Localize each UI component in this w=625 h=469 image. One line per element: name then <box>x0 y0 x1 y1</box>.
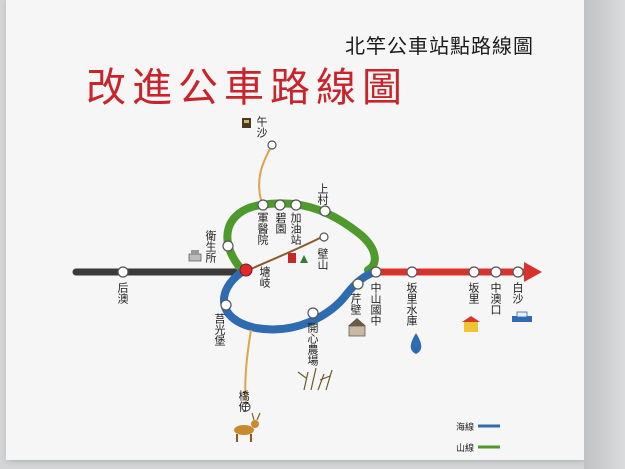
stop-tangqi-hub <box>239 263 253 277</box>
label-houao: 后澳 <box>116 282 129 304</box>
east-arrowhead <box>524 262 542 282</box>
label-jiayouzhan: 加油站 <box>289 212 302 245</box>
stop-jiayouzhan <box>290 199 302 211</box>
map-slide: 北竿公車站點路線圖 改進公車路線圖 <box>6 0 584 460</box>
slide-header: 北竿公車站點路線圖 <box>345 34 534 58</box>
stop-kaixinnongchang <box>307 307 319 319</box>
label-banli: 坂里 <box>467 282 480 304</box>
mountain-line <box>223 199 379 274</box>
label-junyiyuan: 軍醫院 <box>256 212 269 245</box>
stop-baisha <box>512 266 524 278</box>
label-biyuan: 碧園 <box>274 212 287 234</box>
wusha-icon <box>242 118 251 128</box>
label-baisha: 白沙 <box>511 282 524 304</box>
label-shangcun: 上村 <box>316 183 329 205</box>
water-drop-icon <box>410 333 422 354</box>
legend-sea-label: 海線 <box>456 423 475 433</box>
stop-bishan <box>319 232 329 242</box>
label-zhongshanguozhong: 中山國中 <box>369 282 382 326</box>
clinic-icon <box>188 250 202 262</box>
label-qiaozai: 橋仔 <box>237 390 250 412</box>
stop-shangcun <box>319 205 331 217</box>
label-banlishuiku: 坂里水庫 <box>405 282 418 326</box>
farm-plant-icon <box>297 367 333 391</box>
label-weishengsuo: 衛生所 <box>204 230 217 263</box>
gas-station-icon <box>288 253 308 263</box>
label-kaixinnongchang: 開心農場 <box>306 322 319 366</box>
stop-junyiyuan <box>257 199 269 211</box>
branch-qiaozai <box>244 329 252 406</box>
stop-qiaozai <box>241 402 251 412</box>
temple-icon <box>462 316 480 332</box>
stop-banli <box>468 266 480 278</box>
branch-wusha <box>258 144 273 201</box>
label-mangguangbao: 莒光堡 <box>213 313 226 346</box>
background-edge <box>584 0 625 469</box>
stop-zhongaokou <box>490 266 502 278</box>
deer-icon <box>234 412 261 442</box>
label-tangqi: 塘岐 <box>258 266 271 288</box>
stop-biyuan <box>274 199 286 211</box>
slide-title: 改進公車路線圖 <box>86 65 408 111</box>
label-bishan: 壁山 <box>316 248 329 270</box>
stop-qinbi <box>352 278 364 290</box>
label-zhongaokou: 中澳口 <box>489 282 502 315</box>
label-wusha: 午沙 <box>255 116 268 138</box>
boat-icon <box>512 311 532 322</box>
legend-mountain-label: 山線 <box>456 444 475 454</box>
stop-weishengsuo <box>222 240 234 252</box>
stop-wusha <box>267 140 277 150</box>
stop-houao <box>117 266 129 278</box>
house-icon <box>348 318 366 337</box>
route-map <box>72 118 542 449</box>
stop-banlishuiku <box>406 266 418 278</box>
label-qinbi: 芹壁 <box>349 293 362 315</box>
stop-mangguangbao <box>220 299 232 311</box>
stop-zhongshanguozhong <box>370 266 382 278</box>
